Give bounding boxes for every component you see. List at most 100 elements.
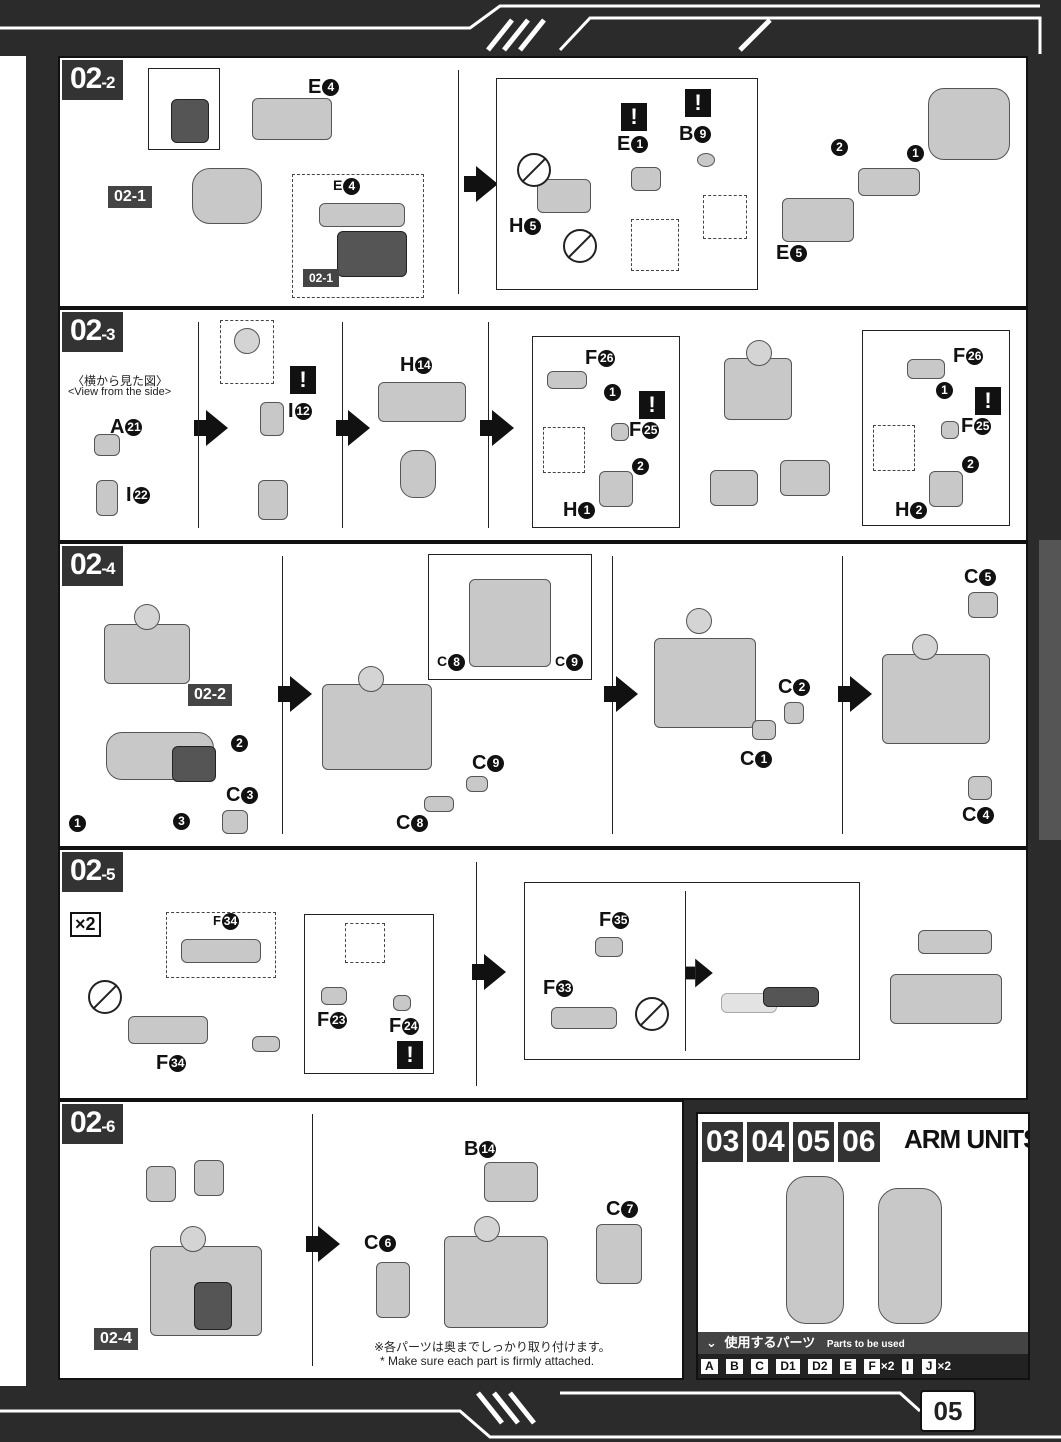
part-assembled-body	[654, 638, 756, 728]
next-arrow	[838, 676, 872, 712]
divider	[458, 70, 459, 294]
arm-unit-left	[786, 1176, 844, 1324]
part-upper-body	[104, 624, 190, 684]
part-b9	[697, 153, 715, 167]
part-02-1-body	[192, 168, 262, 224]
page-number: 05	[920, 1390, 976, 1432]
part-image	[181, 939, 261, 963]
step-num-1: 1	[935, 379, 953, 402]
tab-03: 03	[702, 1122, 744, 1162]
part-left-joint	[710, 470, 758, 506]
next-arrow	[604, 676, 638, 712]
part-c6	[376, 1262, 410, 1318]
parts-list: A B C D1 D2 E F×2 I J×2	[698, 1354, 1028, 1378]
part-c2	[784, 702, 804, 724]
part-e1	[631, 167, 661, 191]
part-j-multiplier: ×2	[937, 1359, 952, 1373]
left-page-edge	[0, 56, 26, 1386]
part-cap-right	[194, 1160, 224, 1196]
part-f24	[393, 995, 411, 1011]
caution-icon: !	[397, 1041, 423, 1069]
step-num-2: 2	[631, 455, 649, 478]
divider	[685, 891, 686, 1051]
part-rotated	[763, 987, 819, 1007]
next-arrow	[194, 410, 228, 446]
part-final-assembly	[890, 974, 1002, 1024]
ref-02-4: 02-4	[94, 1328, 139, 1350]
step-num-2: 2	[230, 732, 248, 755]
part-f35	[595, 937, 623, 957]
side-view-en: <View from the side>	[68, 386, 172, 398]
part-f23	[321, 987, 347, 1005]
step-num-1: 1	[603, 381, 621, 404]
part-ball-joint	[180, 1226, 206, 1252]
frame-bottom	[0, 1387, 1061, 1441]
part-a21	[94, 434, 120, 456]
part-top-piece	[918, 930, 992, 954]
divider	[198, 322, 199, 528]
parts-bar-en: Parts to be used	[826, 1339, 905, 1350]
part-e4	[252, 98, 332, 140]
part-tag-e: E	[839, 1359, 856, 1374]
part-joint	[234, 328, 260, 354]
ref-02-2: 02-2	[188, 684, 233, 706]
next-arrow	[278, 676, 312, 712]
part-image	[319, 203, 405, 227]
detail-box	[220, 320, 274, 384]
part-dark-front	[194, 1282, 232, 1330]
step-badge: 02-5	[62, 852, 123, 892]
note-jp: ※各パーツは奥までしっかり取り付けます。	[374, 1340, 611, 1354]
part-tag-d1: D1	[776, 1359, 800, 1374]
ref-02-1-detail: 02-1	[303, 269, 340, 287]
parts-to-be-used-bar: ⌄ 使用するパーツ Parts to be used	[698, 1332, 1028, 1354]
part-c8	[424, 796, 454, 812]
tab-05: 05	[792, 1122, 835, 1162]
part-c4	[968, 776, 992, 800]
part-tag-b: B	[726, 1359, 743, 1374]
step-badge: 02-4	[62, 546, 123, 586]
tab-04: 04	[747, 1122, 789, 1162]
tab-06: 06	[838, 1122, 880, 1162]
part-f25	[941, 421, 959, 439]
part-ball-joint	[912, 634, 938, 660]
part-i22	[96, 480, 118, 516]
arm-units-tabs: 03 04 05 06	[702, 1122, 880, 1162]
step-num-2: 2	[830, 136, 848, 159]
part-tag-c: C	[751, 1359, 768, 1374]
step-badge: 02-3	[62, 312, 123, 352]
part-f26	[547, 371, 587, 389]
step-badge: 02-2	[62, 60, 123, 100]
frame-top	[0, 0, 1061, 56]
step-num-3: 3	[172, 810, 190, 833]
step-badge: 02-6	[62, 1104, 123, 1144]
step-num-1: 1	[68, 812, 86, 835]
side-view-jp: 〈横から見た図〉	[72, 374, 169, 388]
part-ball-joint	[134, 604, 160, 630]
